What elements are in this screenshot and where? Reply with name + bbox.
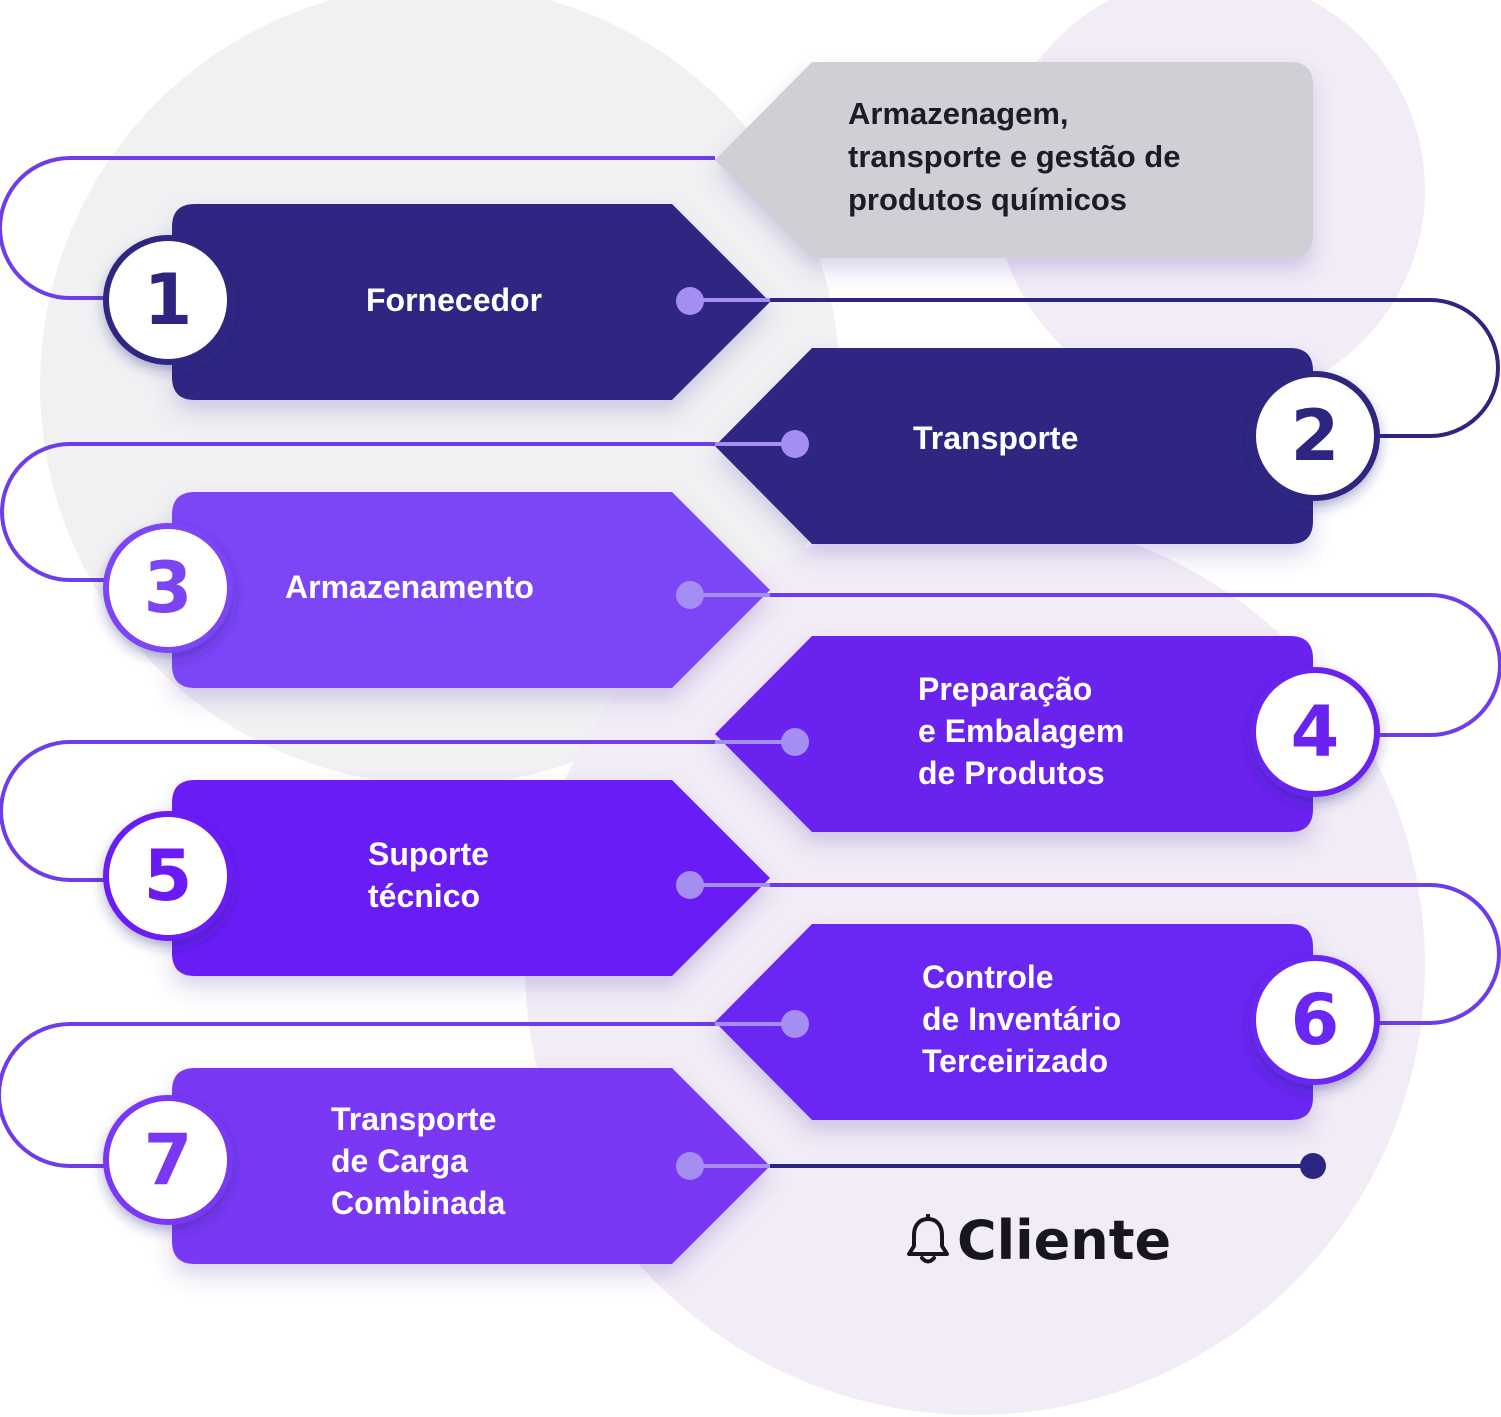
step-6-label: Controle de Inventário Terceirizado xyxy=(922,959,1122,1079)
brand-name: Cliente xyxy=(957,1208,1172,1272)
connector-dots xyxy=(676,287,809,1180)
connector-line-1-2 xyxy=(690,298,1500,438)
step-5-label: Suporte técnico xyxy=(368,836,489,914)
brand-logo: Cliente xyxy=(905,1208,1171,1272)
step-5-number: 5 xyxy=(143,835,193,917)
step-4-tag xyxy=(715,636,1313,832)
connector-line-6-7 xyxy=(0,1022,795,1168)
dot-5 xyxy=(676,871,704,899)
end-dot xyxy=(1300,1153,1326,1179)
step-1-circle xyxy=(103,235,233,365)
step-7-label: Transporte de Carga Combinada xyxy=(331,1101,506,1221)
connector-lines xyxy=(0,156,1501,1168)
dot-7 xyxy=(676,1152,704,1180)
step-3-label: Armazenamento xyxy=(285,569,534,605)
step-2-number: 2 xyxy=(1290,395,1340,477)
step-2-label: Transporte xyxy=(913,420,1079,456)
dot-4 xyxy=(781,728,809,756)
connector-line-4-5 xyxy=(0,740,795,882)
dot-3 xyxy=(676,581,704,609)
dot-1 xyxy=(676,287,704,315)
step-6-tag xyxy=(715,924,1313,1120)
step-6-number: 6 xyxy=(1290,979,1340,1061)
bell-icon xyxy=(907,1214,949,1264)
step-1-number: 1 xyxy=(143,259,193,341)
connector-line-2-3 xyxy=(0,442,795,582)
step-7-tag xyxy=(172,1068,770,1264)
step-4-circle xyxy=(1250,667,1380,797)
step-3-number: 3 xyxy=(143,547,193,629)
step-7-circle xyxy=(103,1095,233,1225)
dot-2 xyxy=(781,430,809,458)
step-4-number: 4 xyxy=(1290,691,1340,773)
step-7-number: 7 xyxy=(143,1119,193,1201)
header-tag-text: Armazenagem, transporte e gestão de prod… xyxy=(848,96,1181,217)
step-2-circle xyxy=(1250,371,1380,501)
step-6-circle xyxy=(1250,955,1380,1085)
step-1-label: Fornecedor xyxy=(366,282,543,318)
connector-line-5-6 xyxy=(690,883,1501,1025)
dot-6 xyxy=(781,1010,809,1038)
header-tag-shape xyxy=(715,62,1313,258)
step-5-circle xyxy=(103,811,233,941)
connector-line-3-4 xyxy=(690,593,1501,737)
step-1-tag xyxy=(172,204,770,400)
step-2-tag xyxy=(715,348,1313,544)
connector-line-header-1 xyxy=(0,156,715,300)
step-5-tag xyxy=(172,780,770,976)
step-3-tag xyxy=(172,492,770,688)
step-3-circle xyxy=(103,523,233,653)
step-4-label: Preparação e Embalagem de Produtos xyxy=(918,671,1125,791)
